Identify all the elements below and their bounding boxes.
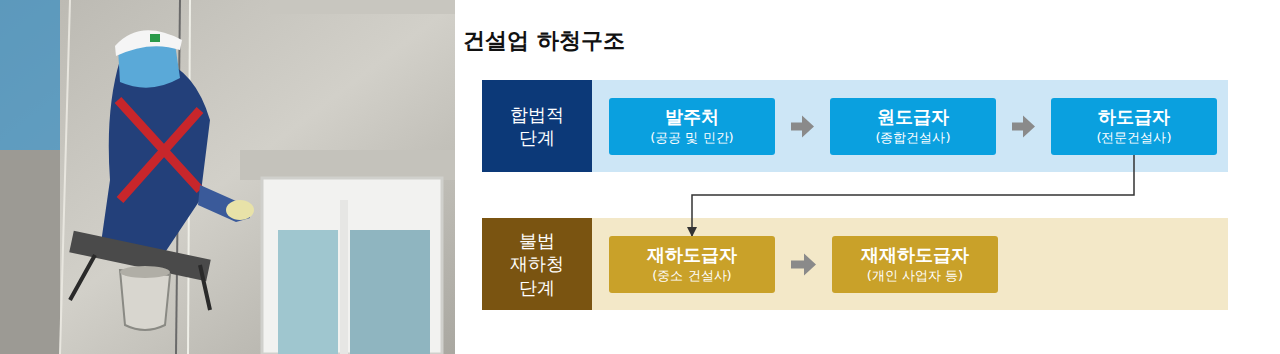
box-title: 발주처 — [665, 106, 719, 129]
stage-text: 합법적 단계 — [506, 103, 567, 150]
flow-arrow-shape — [791, 254, 816, 276]
box-subtitle: (종합건설사) — [875, 129, 950, 147]
box-title: 원도급자 — [877, 106, 949, 129]
process-box: 하도급자(전문건설사) — [1051, 98, 1217, 155]
box-subtitle: (중소 건설사) — [652, 267, 731, 285]
stage-band: 합법적 단계 발주처(공공 및 민간) 원도급자(종합건설사) 하도급자(전문건설사) — [482, 80, 1228, 172]
flow-connector — [692, 155, 1134, 236]
process-box: 재하도급자(중소 건설사) — [609, 236, 775, 293]
box-subtitle: (공공 및 민간) — [650, 129, 733, 147]
worker-photo — [0, 0, 460, 354]
flow-arrow-shape — [791, 116, 814, 138]
flow-connector — [791, 116, 814, 138]
box-subtitle: (개인 사업자 등) — [867, 267, 963, 285]
process-box: 발주처(공공 및 민간) — [609, 98, 775, 155]
flow-connector — [791, 254, 816, 276]
process-box: 재재하도급자(개인 사업자 등) — [832, 236, 998, 293]
stage-label: 불법 재하청 단계 — [482, 218, 592, 310]
box-subtitle: (전문건설사) — [1096, 129, 1171, 147]
box-title: 재재하도급자 — [861, 244, 969, 267]
flow-connector — [1012, 116, 1035, 138]
flow-arrow-shape — [1012, 116, 1035, 138]
diagram-title: 건설업 하청구조 — [463, 26, 625, 56]
stage-label: 합법적 단계 — [482, 80, 592, 172]
box-title: 재하도급자 — [647, 244, 737, 267]
stage-band: 불법 재하청 단계 재하도급자(중소 건설사) 재재하도급자(개인 사업자 등) — [482, 218, 1228, 310]
box-title: 하도급자 — [1098, 106, 1170, 129]
flow-line — [692, 155, 1134, 236]
process-box: 원도급자(종합건설사) — [830, 98, 996, 155]
stage-text: 불법 재하청 단계 — [506, 229, 567, 299]
